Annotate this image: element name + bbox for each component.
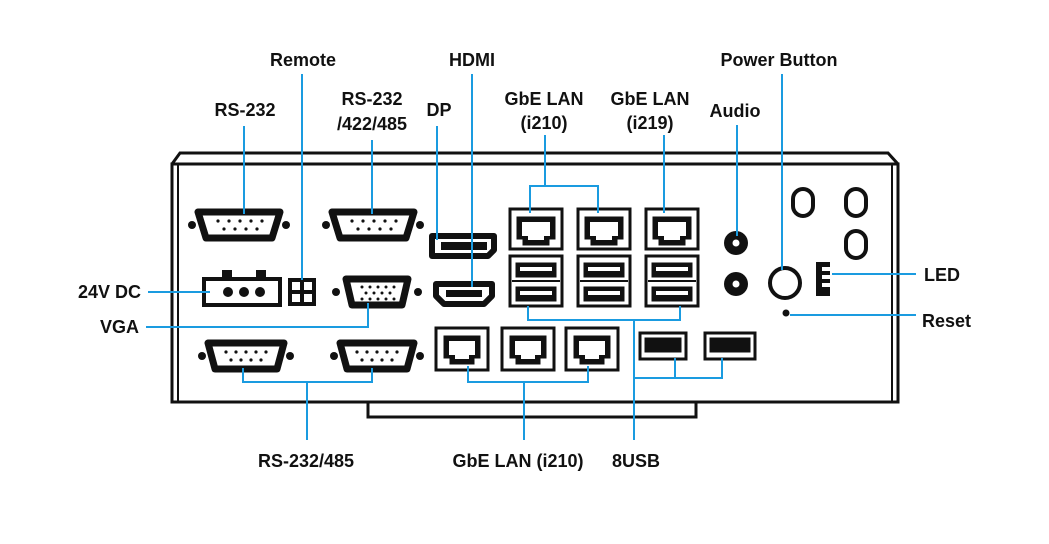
label-dp: DP — [426, 100, 451, 120]
usb-usb-slot-fills — [520, 267, 688, 295]
label-rs232-top: RS-232 — [214, 100, 275, 120]
chassis — [170, 151, 900, 419]
label-remote: Remote — [270, 50, 336, 70]
label-8usb: 8USB — [612, 451, 660, 471]
label-gbe-i219-line2: (i219) — [626, 113, 673, 133]
hdmi-port — [433, 281, 495, 307]
label-gbe-i210-top-line1: GbE LAN — [505, 89, 584, 109]
lan-port-i210-2 — [576, 207, 632, 251]
label-gbe-i219-line1: GbE LAN — [611, 89, 690, 109]
label-reset: Reset — [922, 311, 971, 331]
lan-ports-bottom — [434, 326, 620, 372]
rs232-422-485-port — [322, 208, 424, 242]
lan-port-i219 — [644, 207, 700, 251]
lan-ports-top — [508, 207, 700, 251]
label-audio: Audio — [710, 101, 761, 121]
antenna-holes — [791, 187, 868, 260]
label-rs232-422-485-line1: RS-232 — [341, 89, 402, 109]
label-gbe-i210-bottom: GbE LAN (i210) — [452, 451, 583, 471]
label-hdmi: HDMI — [449, 50, 495, 70]
lan-port-i210-1 — [508, 207, 564, 251]
reset-hole — [782, 309, 790, 317]
usb-stack — [508, 254, 700, 308]
power-button — [768, 266, 802, 300]
rs232-485-port-left — [198, 339, 294, 373]
label-power-button: Power Button — [721, 50, 838, 70]
rs232-485-port-right — [330, 339, 424, 373]
vga-port — [332, 275, 422, 309]
audio-jacks — [724, 231, 748, 296]
led-indicators — [816, 262, 830, 296]
label-24v-dc: 24V DC — [78, 282, 141, 302]
label-rs232-422-485-line2: /422/485 — [337, 114, 407, 134]
dp-port — [429, 233, 497, 259]
label-led: LED — [924, 265, 960, 285]
label-rs232-485-bottom: RS-232/485 — [258, 451, 354, 471]
usb-ports-bottom — [638, 331, 757, 361]
leader-lines — [146, 74, 916, 440]
dc24v-terminal — [202, 270, 282, 307]
label-gbe-i210-top-line2: (i210) — [520, 113, 567, 133]
label-vga: VGA — [100, 317, 139, 337]
labels: Remote HDMI Power Button RS-232 RS-232 /… — [78, 50, 971, 471]
rs232-port-top-left — [188, 208, 290, 242]
remote-connector — [288, 278, 316, 306]
